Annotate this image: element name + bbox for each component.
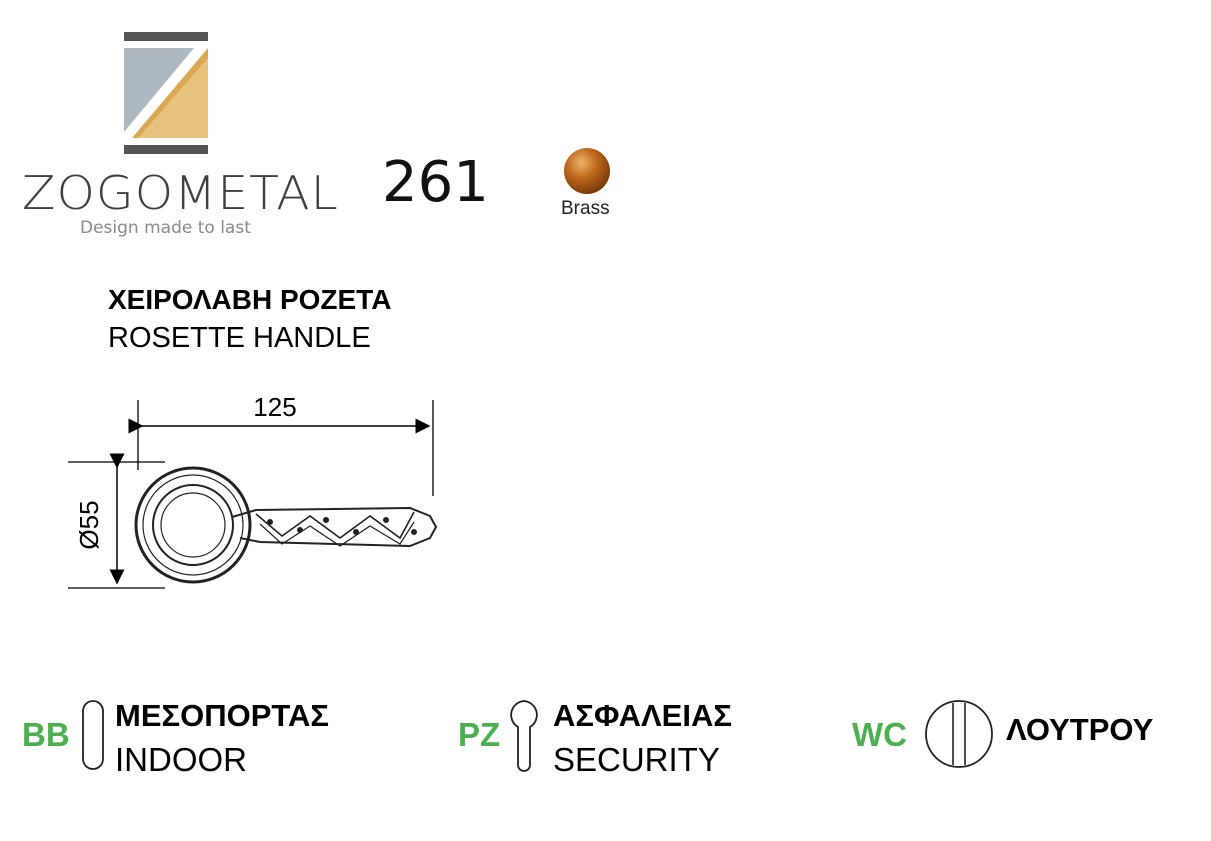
keyhole-icon [510, 700, 538, 772]
legend-code-bb: BB [22, 716, 70, 753]
product-title-greek: ΧΕΙΡΟΛΑΒΗ ΡΟΖΕΤΑ [108, 284, 392, 315]
wc-turn-icon [925, 700, 993, 768]
legend-english-bb: INDOOR [115, 741, 247, 778]
legend-code-wc: WC [852, 716, 907, 753]
technical-drawing: 125 Ø55 [68, 392, 438, 589]
legend-code-pz: PZ [458, 716, 501, 753]
product-title-english: ROSETTE HANDLE [108, 322, 371, 354]
brand-tagline: Design made to last [80, 218, 251, 238]
length-dimension: 125 [128, 392, 434, 496]
legend-greek-bb: ΜΕΣΟΠΟΡΤΑΣ [115, 698, 330, 733]
model-number: 261 [382, 150, 489, 215]
lever-outline [231, 506, 438, 548]
brass-finish-swatch [564, 148, 610, 194]
diameter-label: Ø55 [74, 500, 104, 549]
rosette-outline [134, 466, 252, 584]
logo-mark [124, 32, 208, 154]
finish-label: Brass [561, 198, 610, 219]
length-label: 125 [253, 392, 296, 422]
brand-name: ZOGOMETAL [22, 166, 339, 220]
indoor-slot-icon [82, 700, 104, 770]
diameter-dimension: Ø55 [68, 453, 165, 589]
legend-greek-wc: ΛΟΥΤΡΟΥ [1006, 712, 1154, 747]
legend-greek-pz: ΑΣΦΑΛΕΙΑΣ [553, 698, 732, 733]
legend-english-pz: SECURITY [553, 741, 720, 778]
